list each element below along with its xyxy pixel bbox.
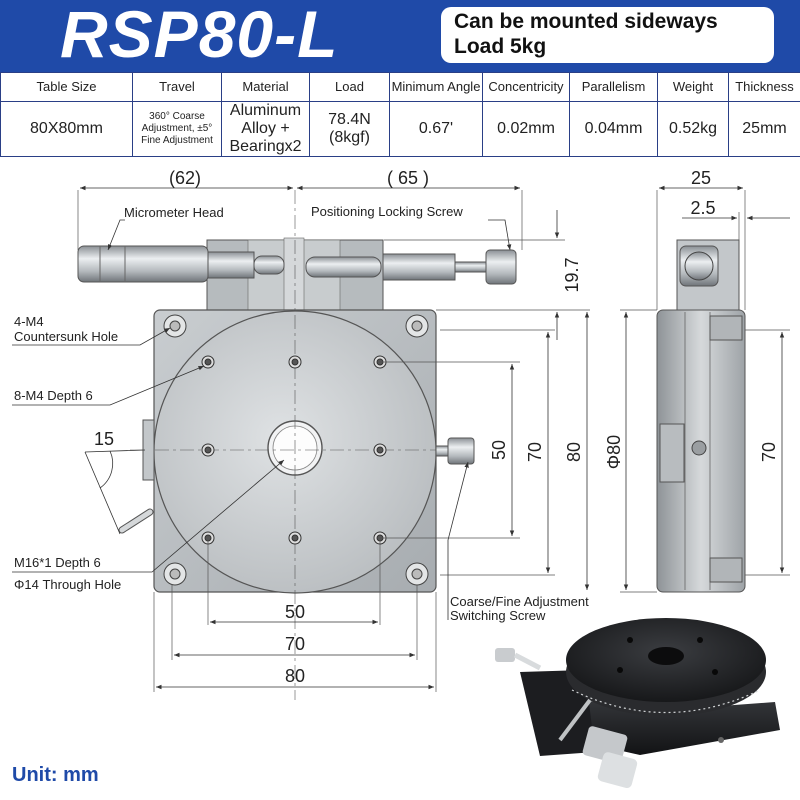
spec-value: 0.67' <box>389 101 483 157</box>
spec-table: Table Size Travel Material Load Minimum … <box>0 72 800 157</box>
carriage-center-rib <box>283 237 305 311</box>
dim-top-left: (62) <box>169 168 201 188</box>
switching-screw[interactable] <box>447 437 475 465</box>
spec-value: Aluminum Alloy + Bearingx2 <box>221 101 310 157</box>
dim-h-50: 50 <box>285 602 305 622</box>
spec-value: 80X80mm <box>0 101 133 157</box>
callout-m16-depth: M16*1 Depth 6 <box>14 555 101 570</box>
spec-header: Weight <box>657 72 729 102</box>
feature-note-box: Can be mounted sideways Load 5kg <box>441 7 774 63</box>
photo-bracket <box>520 670 595 756</box>
spec-value: 0.02mm <box>482 101 570 157</box>
spec-header: Minimum Angle <box>389 72 483 102</box>
spec-header: Load <box>309 72 390 102</box>
spec-header: Concentricity <box>482 72 570 102</box>
spec-header: Material <box>221 72 310 102</box>
front-view <box>12 185 590 700</box>
micrometer-head[interactable] <box>77 245 209 283</box>
spec-header: Travel <box>132 72 222 102</box>
dim-v-70: 70 <box>525 442 545 462</box>
dim-top-right: ( 65 ) <box>387 168 429 188</box>
spec-header: Table Size <box>0 72 133 102</box>
dim-h-80: 80 <box>285 666 305 686</box>
dim-v-50: 50 <box>489 440 509 460</box>
dim-side-width: 25 <box>691 168 711 188</box>
dim-side-offset: 2.5 <box>690 198 715 218</box>
callout-labels: Micrometer Head Positioning Locking Scre… <box>14 204 589 623</box>
photo-locking-knob <box>495 648 515 662</box>
dim-side-height: 70 <box>759 442 779 462</box>
lock-lever[interactable] <box>119 509 153 533</box>
side-view <box>620 185 790 593</box>
locking-screw-shaft <box>382 253 456 281</box>
product-title: RSP80-L <box>60 0 339 71</box>
dimension-labels: (62) ( 65 ) 19.7 50 70 80 50 70 80 15 25… <box>94 168 779 686</box>
callout-switching-line1: Coarse/Fine Adjustment <box>450 594 589 609</box>
callout-countersunk-line1: 4-M4 <box>14 314 44 329</box>
micrometer-tip <box>253 255 285 275</box>
callout-micrometer-head: Micrometer Head <box>124 205 224 220</box>
spec-header: Parallelism <box>569 72 658 102</box>
locking-screw-body <box>305 256 382 278</box>
callout-switching-line2: Switching Screw <box>450 608 546 623</box>
callout-m4-depth: 8-M4 Depth 6 <box>14 388 93 403</box>
dim-height-top: 19.7 <box>562 257 582 292</box>
note-mount-sideways: Can be mounted sideways <box>454 10 718 33</box>
product-photo <box>495 618 780 789</box>
dim-h-70: 70 <box>285 634 305 654</box>
callout-through-hole: Φ14 Through Hole <box>14 577 121 592</box>
micrometer-sleeve <box>207 251 255 279</box>
spec-value: 360° Coarse Adjustment, ±5° Fine Adjustm… <box>132 101 222 157</box>
callout-countersunk-line2: Countersunk Hole <box>14 329 118 344</box>
callout-locking-screw: Positioning Locking Screw <box>311 204 463 219</box>
header-banner: RSP80-L Can be mounted sideways Load 5kg <box>0 0 800 72</box>
dim-angle: 15 <box>94 429 114 449</box>
spec-header-row: Table Size Travel Material Load Minimum … <box>0 72 800 102</box>
spec-value: 0.04mm <box>569 101 658 157</box>
note-load: Load 5kg <box>454 35 547 58</box>
unit-label: Unit: mm <box>12 764 99 786</box>
dim-v-80: 80 <box>564 442 584 462</box>
locking-screw-knob[interactable] <box>485 249 517 285</box>
dim-diameter: Φ80 <box>604 435 624 469</box>
spec-value: 0.52kg <box>657 101 729 157</box>
